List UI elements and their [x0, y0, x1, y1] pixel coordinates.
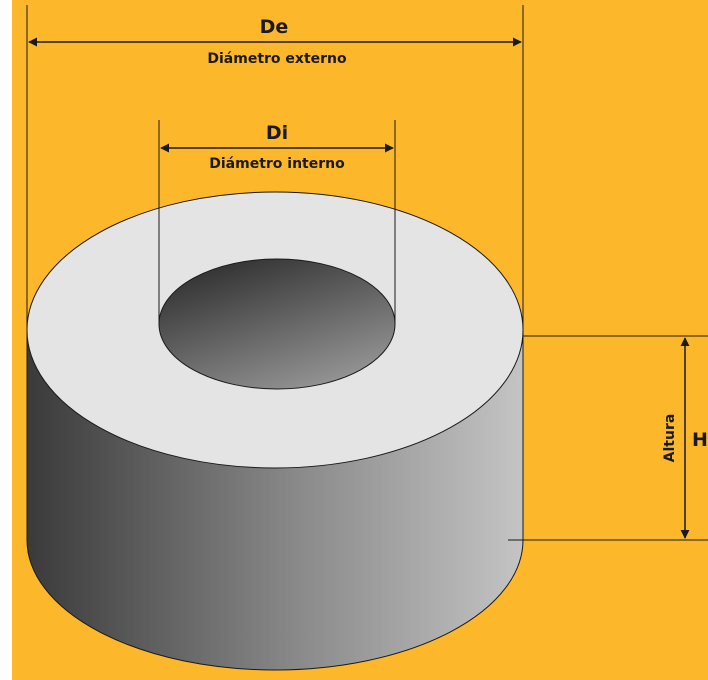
inner-hole [158, 258, 396, 390]
outer-diameter-symbol: De [260, 16, 289, 38]
inner-diameter-symbol: Di [266, 122, 288, 144]
outer-diameter-name: Diámetro externo [207, 51, 347, 67]
height-symbol: H [692, 429, 708, 451]
height-name: Altura [662, 414, 678, 463]
inner-diameter-name: Diámetro interno [209, 156, 345, 172]
